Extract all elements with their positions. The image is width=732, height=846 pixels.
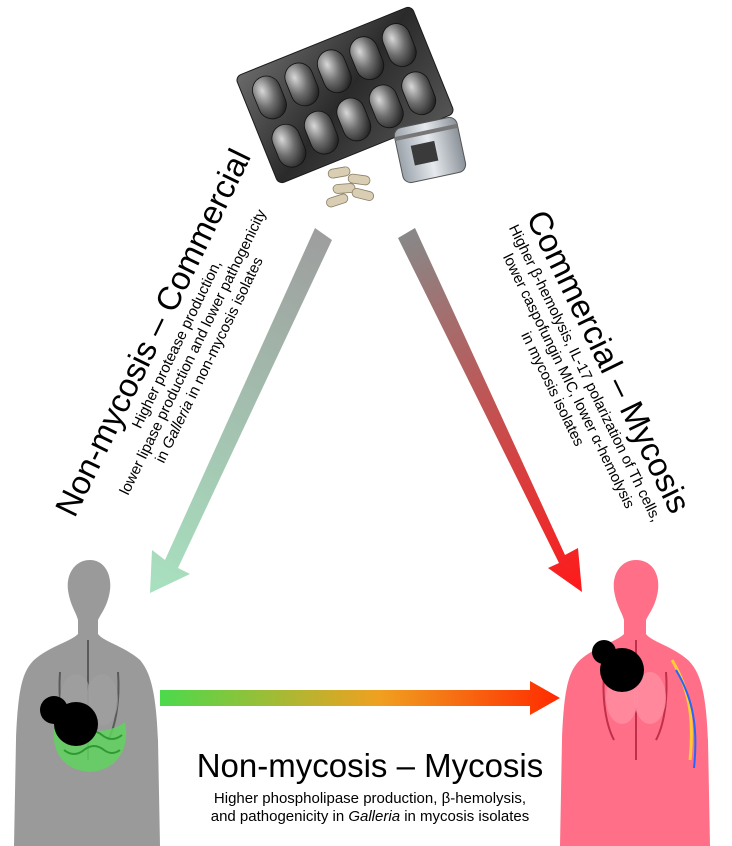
pill-blister-pack-icon bbox=[236, 6, 454, 184]
edge-title-bottom: Non-mycosis – Mycosis bbox=[196, 747, 544, 784]
edge-label-bottom: Non-mycosis – Mycosis Higher phospholipa… bbox=[140, 748, 600, 826]
edge-desc-bottom-line1: Higher phospholipase production, β-hemol… bbox=[213, 790, 527, 807]
blister-pill bbox=[349, 36, 385, 80]
arrow-nonmycosis-to-mycosis bbox=[160, 681, 560, 715]
arrow-commercial-to-nonmycosis bbox=[150, 228, 332, 593]
human-body-nonmycosis-icon bbox=[14, 560, 160, 846]
blister-pill bbox=[401, 71, 437, 116]
capsules-icon bbox=[326, 166, 375, 208]
blister-pill bbox=[316, 49, 352, 94]
pill-bottle-icon bbox=[393, 116, 467, 184]
human-body-mycosis-icon bbox=[560, 560, 710, 846]
bottom-line2-after: in mycosis isolates bbox=[400, 808, 530, 825]
blister-pill bbox=[284, 62, 320, 107]
blister-pill bbox=[303, 110, 339, 155]
blister-pill bbox=[368, 84, 404, 129]
blister-pill bbox=[271, 123, 307, 168]
arrow-commercial-to-mycosis bbox=[398, 228, 582, 592]
blister-pill bbox=[381, 23, 417, 67]
bottom-line2-before: and pathogenicity in bbox=[210, 808, 349, 825]
blister-pill bbox=[252, 75, 287, 120]
blister-pill bbox=[336, 97, 372, 142]
edge-desc-bottom-line2: and pathogenicity in Galleria in mycosis… bbox=[140, 808, 600, 826]
bottom-line2-italic: Galleria bbox=[348, 808, 401, 825]
